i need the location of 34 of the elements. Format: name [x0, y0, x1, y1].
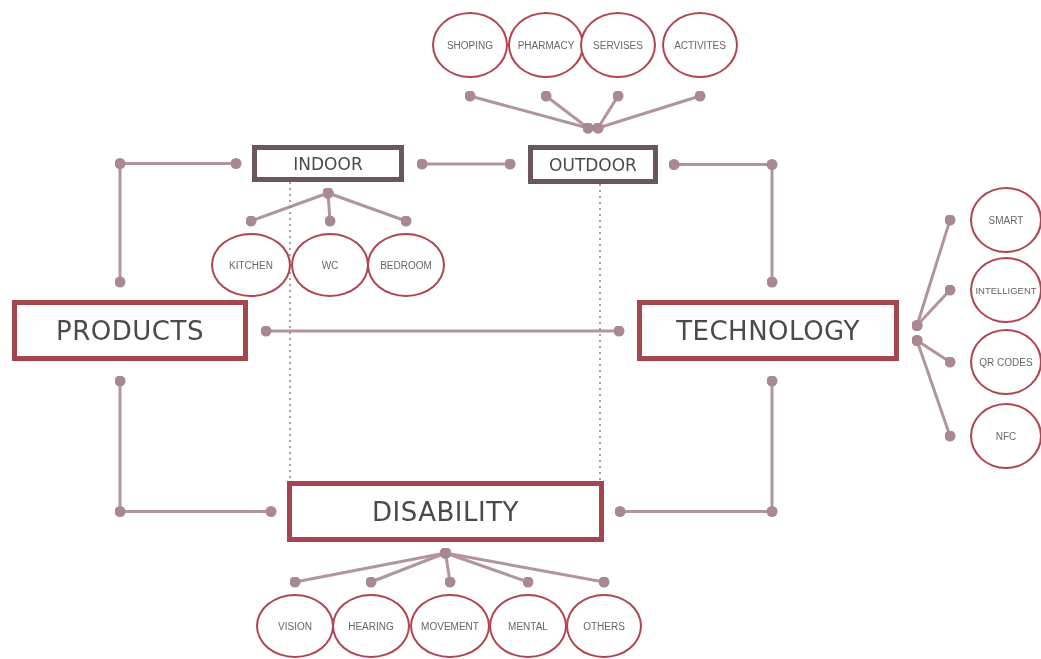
location-box: OUTDOOR — [528, 145, 658, 184]
topic-circle: BEDROOM — [367, 233, 445, 297]
connector-line — [115, 158, 242, 288]
connector-line — [440, 547, 610, 588]
topic-circle: MOVEMENT — [410, 594, 490, 658]
topic-circle: NFC — [970, 403, 1041, 469]
category-box: PRODUCTS — [12, 300, 248, 361]
topic-circle: ACTIVITES — [662, 12, 738, 78]
connector-line — [911, 335, 956, 442]
connector-line — [669, 159, 778, 288]
connector-line — [260, 325, 625, 337]
topic-circle: SERVISES — [580, 12, 656, 78]
topic-circle: OTHERS — [566, 594, 642, 658]
topic-circle: WC — [291, 233, 369, 297]
connector-line — [592, 90, 706, 134]
connector-line — [615, 376, 778, 517]
topic-circle: MENTAL — [489, 594, 567, 658]
topic-circle: VISION — [256, 594, 334, 658]
topic-circle: SHOPING — [432, 12, 508, 78]
connector-line — [322, 187, 412, 227]
dotted-line — [599, 183, 601, 482]
topic-circle: HEARING — [332, 594, 410, 658]
connector-line — [115, 376, 277, 517]
topic-circle: PHARMACY — [508, 12, 584, 78]
connector-line — [416, 158, 516, 170]
topic-circle: QR CODES — [970, 329, 1041, 395]
topic-circle: INTELLIGENT — [970, 257, 1041, 323]
connector-line — [540, 90, 594, 134]
connector-line — [911, 284, 956, 331]
category-box: DISABILITY — [287, 481, 604, 542]
category-box: TECHNOLOGY — [637, 300, 899, 361]
topic-circle: KITCHEN — [211, 233, 291, 297]
topic-circle: SMART — [970, 187, 1041, 253]
location-box: INDOOR — [252, 145, 404, 182]
